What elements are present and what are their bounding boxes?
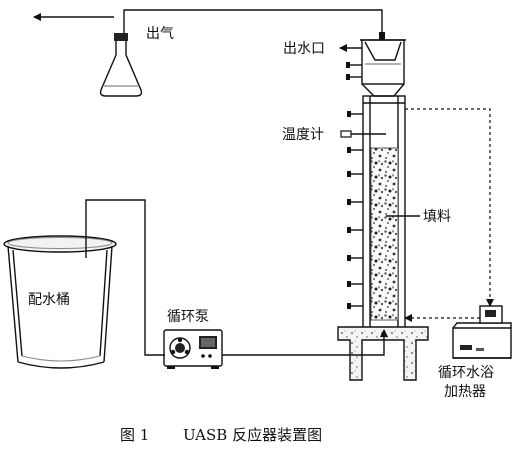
water-outlet-label: 出水口	[283, 41, 325, 57]
figure-number: 图 1	[120, 426, 149, 444]
top-sampling-ports	[346, 62, 362, 80]
feed-bucket	[3, 235, 117, 369]
thermometer-label: 温度计	[282, 127, 324, 143]
gas-collection-flask	[99, 33, 143, 97]
figure-title: UASB 反应器装置图	[183, 426, 322, 444]
thermometer-icon	[340, 130, 352, 138]
heating-loop-supply	[405, 108, 494, 307]
packing-bed	[370, 147, 399, 321]
packing-label: 填料	[423, 209, 451, 225]
pump-outlet-pipe	[222, 329, 388, 356]
pump-label: 循环泵	[167, 309, 209, 325]
gas-pipe	[123, 9, 383, 36]
water-bath-heater	[452, 305, 512, 359]
water-bath-label-line2: 加热器	[444, 384, 486, 400]
circulation-pump	[163, 329, 223, 369]
column-sampling-ports	[347, 111, 363, 309]
feed-pipe	[85, 199, 165, 356]
feed-bucket-label: 配水桶	[28, 292, 70, 308]
three-phase-separator	[360, 32, 406, 97]
water-bath-label-line1: 循环水浴	[438, 365, 494, 381]
reactor-stand	[337, 326, 429, 381]
gas-out-label: 出气	[146, 26, 174, 42]
reactor-column	[362, 95, 406, 329]
